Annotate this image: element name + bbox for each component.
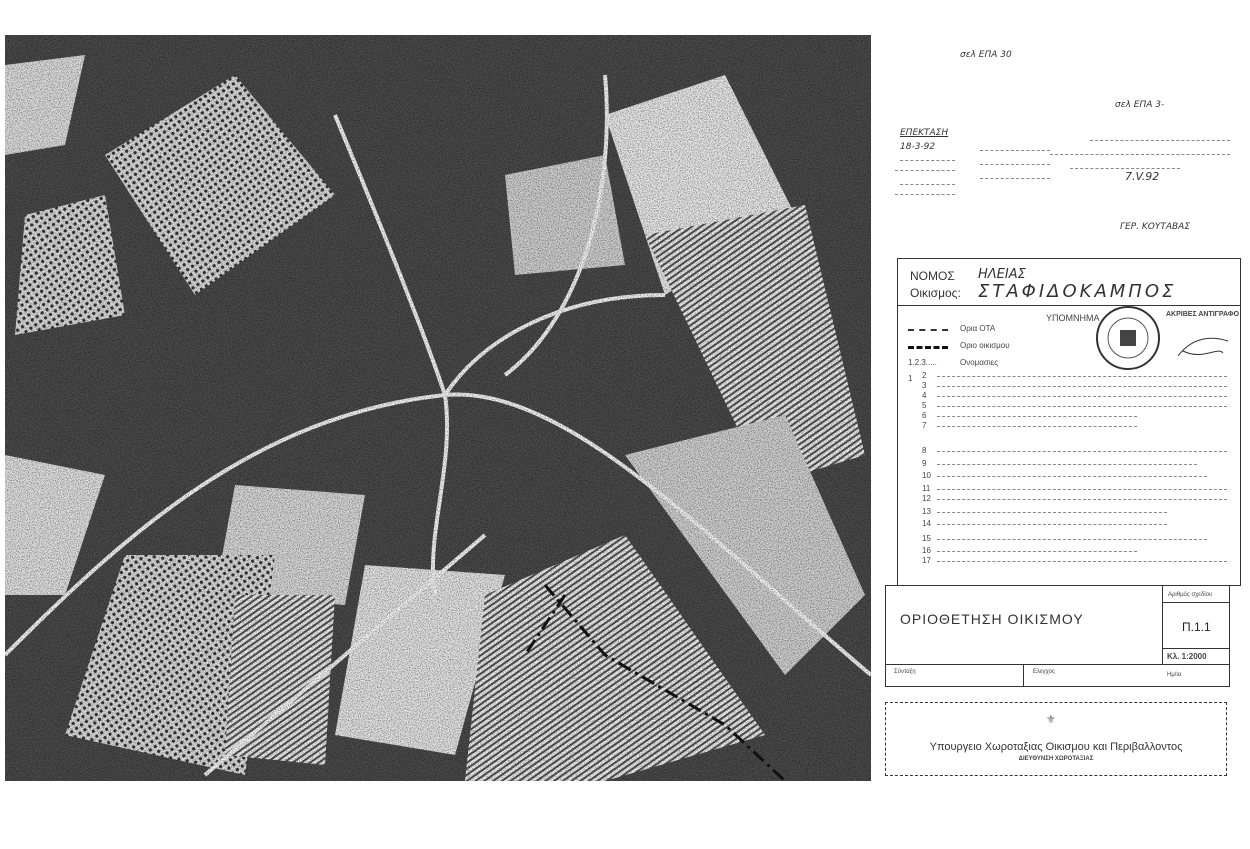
note-number: 9 <box>922 459 927 468</box>
settlement-boundary-symbol <box>908 346 948 349</box>
official-seal <box>1096 306 1160 370</box>
oikismos-label: Οικισμος: <box>910 286 961 300</box>
note-number: 10 <box>922 471 931 480</box>
note-number: 4 <box>922 391 927 400</box>
note-number: 14 <box>922 519 931 528</box>
note-number: 16 <box>922 546 931 555</box>
note-number: 7 <box>922 421 927 430</box>
note-number: 3 <box>922 381 927 390</box>
signature-name: ΓΕΡ. ΚΟΥΤΑΒΑΣ <box>1120 222 1191 232</box>
numbered-notes: 2 3 4 5 6 7 8 9 10 11 12 13 14 15 16 17 <box>912 371 1232 581</box>
note-number: 12 <box>922 494 931 503</box>
legend-title: ΥΠΟΜΝΗΜΑ <box>1046 313 1100 323</box>
checker-label: Ελεγχος <box>1033 669 1055 675</box>
copy-stamp: ΑΚΡΙΒΕΣ ΑΝΤΙΓΡΑΦΟ <box>1166 311 1240 318</box>
signature <box>1177 337 1229 357</box>
note-top: σελ ΕΠΑ 30 <box>960 50 1012 60</box>
note-number: 15 <box>922 534 931 543</box>
legend-ota: Ορια ΟΤΑ <box>960 324 996 333</box>
ministry-name: Υπουργειο Χωροταξιας Οικισμου και Περιβα… <box>929 741 1183 753</box>
title-block: ΝΟΜΟΣ ΗΛΕΙΑΣ Οικισμος: ΣΤΑΦΙΔΟΚΑΜΠΟΣ ΥΠΟ… <box>897 258 1241 586</box>
note-number: 17 <box>922 556 931 565</box>
note-number: 6 <box>922 411 927 420</box>
divider <box>898 305 1240 306</box>
note-right-top: σελ ΕΠΑ 3- <box>1115 100 1165 110</box>
legend-names-symbol: 1.2.3..... <box>908 358 937 367</box>
oikismos-value: ΣΤΑΦΙΔΟΚΑΜΠΟΣ <box>978 281 1177 302</box>
drawing-number: Π.1.1 <box>1182 620 1211 634</box>
nomos-label: ΝΟΜΟΣ <box>910 269 955 283</box>
drawing-no-label: Αριθμός σχεδίου <box>1168 592 1213 598</box>
aerial-photo <box>5 35 871 781</box>
scale: Κλ. 1:2000 <box>1167 652 1207 661</box>
sheet-title: ΟΡΙΟΘΕΤΗΣΗ ΟΙΚΙΣΜΟΥ <box>900 611 1084 627</box>
sheet-block: ΟΡΙΟΘΕΤΗΣΗ ΟΙΚΙΣΜΟΥ Αριθμός σχεδίου Π.1.… <box>885 585 1230 687</box>
ministry-dept: ΔΙΕΥΘΥΝΣΗ ΧΩΡΟΤΑΞΙΑΣ <box>1018 756 1094 762</box>
settlement-boundary <box>523 584 787 781</box>
note-number: 8 <box>922 446 927 455</box>
legend-names: Ονομασιες <box>960 358 999 367</box>
note-number: 11 <box>922 484 931 493</box>
date-label: Ημ/ια <box>1167 672 1182 678</box>
note-date: 7.V.92 <box>1125 170 1160 183</box>
ota-boundary-symbol <box>908 329 948 331</box>
legend-settlement: Οριο οικισμου <box>960 341 1010 350</box>
aerial-map <box>5 35 871 781</box>
note-number: 1 <box>908 374 913 383</box>
ministry-emblem-icon: ⚜ <box>1046 714 1056 726</box>
note-number: 13 <box>922 507 931 516</box>
ministry-block: ⚜ Υπουργειο Χωροταξιας Οικισμου και Περι… <box>885 702 1227 776</box>
note-number: 5 <box>922 401 927 410</box>
note-left-date: 18-3-92 <box>900 142 936 152</box>
note-left-title: ΕΠΕΚΤΑΣΗ <box>900 128 949 138</box>
author-label: Σύνταξη <box>894 669 916 675</box>
note-number: 2 <box>922 371 927 380</box>
nomos-value: ΗΛΕΙΑΣ <box>978 267 1026 282</box>
